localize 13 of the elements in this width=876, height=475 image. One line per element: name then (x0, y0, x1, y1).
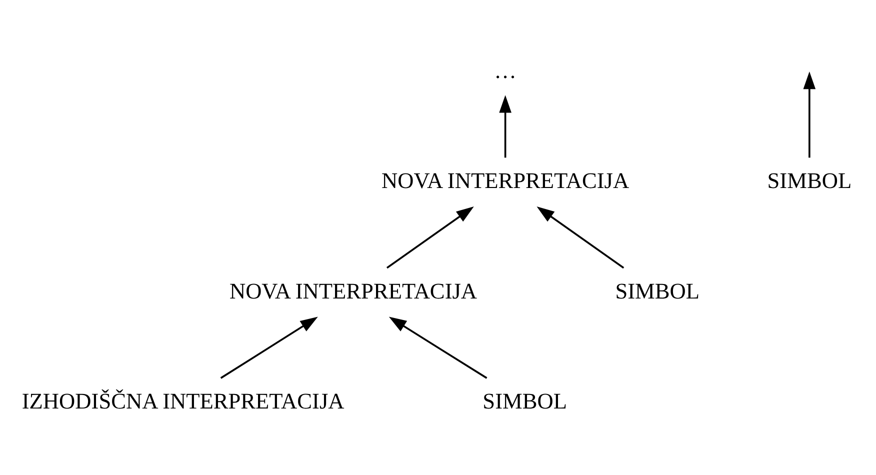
node-text: IZHODIŠČNA INTERPRETACIJA (22, 388, 344, 414)
node-text: SIMBOL (615, 278, 700, 303)
node-text: NOVA INTERPRETACIJA (229, 278, 478, 303)
arrow (499, 94, 512, 158)
node-text: NOVA INTERPRETACIJA (382, 168, 630, 193)
arrow (220, 316, 318, 378)
node-text: SIMBOL (482, 388, 567, 414)
node-text: SIMBOL (767, 168, 852, 193)
arrow (386, 206, 474, 268)
arrow (803, 71, 816, 158)
arrow (536, 206, 624, 268)
arrow (388, 316, 488, 378)
node-text: … (494, 57, 516, 82)
